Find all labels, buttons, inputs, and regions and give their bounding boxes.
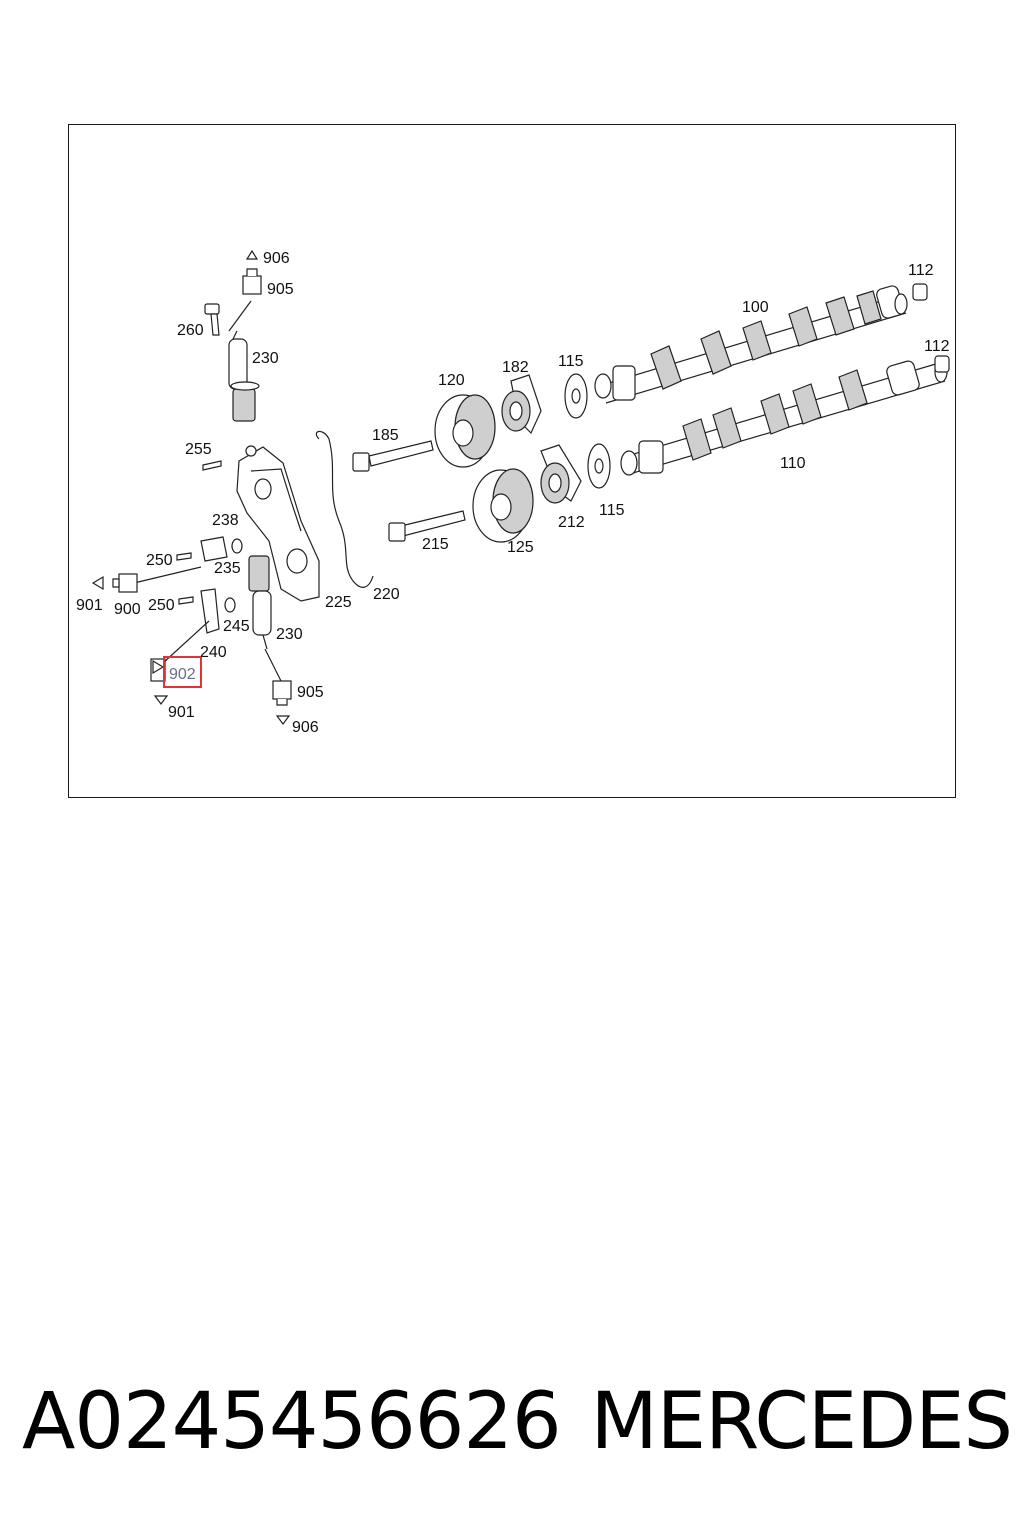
parts-diagram: 906 905 260 230 112 100 112 182 115 120 … — [76, 249, 950, 736]
label-250-lower: 250 — [148, 597, 175, 614]
label-900: 900 — [114, 601, 141, 618]
label-230-lower: 230 — [276, 626, 303, 643]
label-238: 238 — [212, 512, 239, 529]
screw-250-upper — [176, 552, 192, 561]
camshaft-adjuster-120 — [434, 394, 496, 468]
label-245: 245 — [223, 618, 250, 635]
plug-112-upper — [912, 283, 928, 301]
label-220: 220 — [373, 586, 400, 603]
housing-225 — [236, 445, 320, 602]
bolt-185 — [352, 440, 434, 472]
screw-250-lower — [178, 596, 194, 605]
label-125: 125 — [507, 539, 534, 556]
label-100: 100 — [742, 299, 769, 316]
label-906-upper: 906 — [263, 250, 290, 267]
label-120: 120 — [438, 372, 465, 389]
label-230-upper: 230 — [252, 350, 279, 367]
label-902: 902 — [169, 666, 196, 683]
label-260: 260 — [177, 322, 204, 339]
connector-icon-905-lower — [272, 680, 292, 706]
label-182: 182 — [502, 359, 529, 376]
parts-diagram-frame: 906 905 260 230 112 100 112 182 115 120 … — [68, 124, 956, 798]
highlight-box-902 — [163, 656, 202, 688]
label-115-upper: 115 — [558, 353, 584, 370]
label-212: 212 — [558, 514, 585, 531]
connector-icon-902 — [150, 658, 166, 682]
camshaft-100 — [594, 285, 908, 404]
screw-255 — [202, 460, 222, 471]
solenoid-230-upper — [228, 330, 260, 422]
label-215: 215 — [422, 536, 449, 553]
label-901-lower: 901 — [168, 704, 195, 721]
camshaft-adjuster-125 — [472, 468, 534, 543]
pin-icon-901-lower — [153, 695, 169, 705]
camshaft-110 — [620, 360, 948, 476]
part-caption: A0245456626 MERCEDES — [22, 1372, 1013, 1472]
connector-icon-900 — [112, 573, 138, 593]
label-185: 185 — [372, 427, 399, 444]
pin-icon-906-lower — [275, 715, 291, 725]
spring-212 — [540, 444, 582, 504]
label-115-lower: 115 — [599, 502, 625, 519]
brand-name: MERCEDES — [590, 1377, 1013, 1467]
sensor-235 — [200, 536, 243, 562]
gasket-220 — [315, 430, 374, 588]
pin-icon-906-upper — [245, 249, 259, 260]
label-112-lower: 112 — [924, 338, 950, 355]
connector-icon-905-upper — [242, 268, 262, 295]
label-906-lower: 906 — [292, 719, 319, 736]
label-112-upper: 112 — [908, 262, 934, 279]
pin-icon-901-left — [91, 575, 104, 591]
bolt-260 — [204, 303, 220, 336]
label-905-lower: 905 — [297, 684, 324, 701]
spring-182 — [501, 374, 542, 435]
bolt-215 — [388, 510, 466, 542]
label-225: 225 — [325, 594, 352, 611]
plug-112-lower — [934, 355, 950, 373]
part-number: A0245456626 — [22, 1377, 562, 1467]
label-235: 235 — [214, 560, 241, 577]
label-905-upper: 905 — [267, 281, 294, 298]
solenoid-230-lower — [248, 555, 272, 650]
label-240: 240 — [200, 644, 227, 661]
label-255: 255 — [185, 441, 212, 458]
label-110: 110 — [780, 455, 806, 472]
label-901-left: 901 — [76, 597, 103, 614]
label-250-upper: 250 — [146, 552, 173, 569]
sensor-240 — [200, 588, 236, 634]
